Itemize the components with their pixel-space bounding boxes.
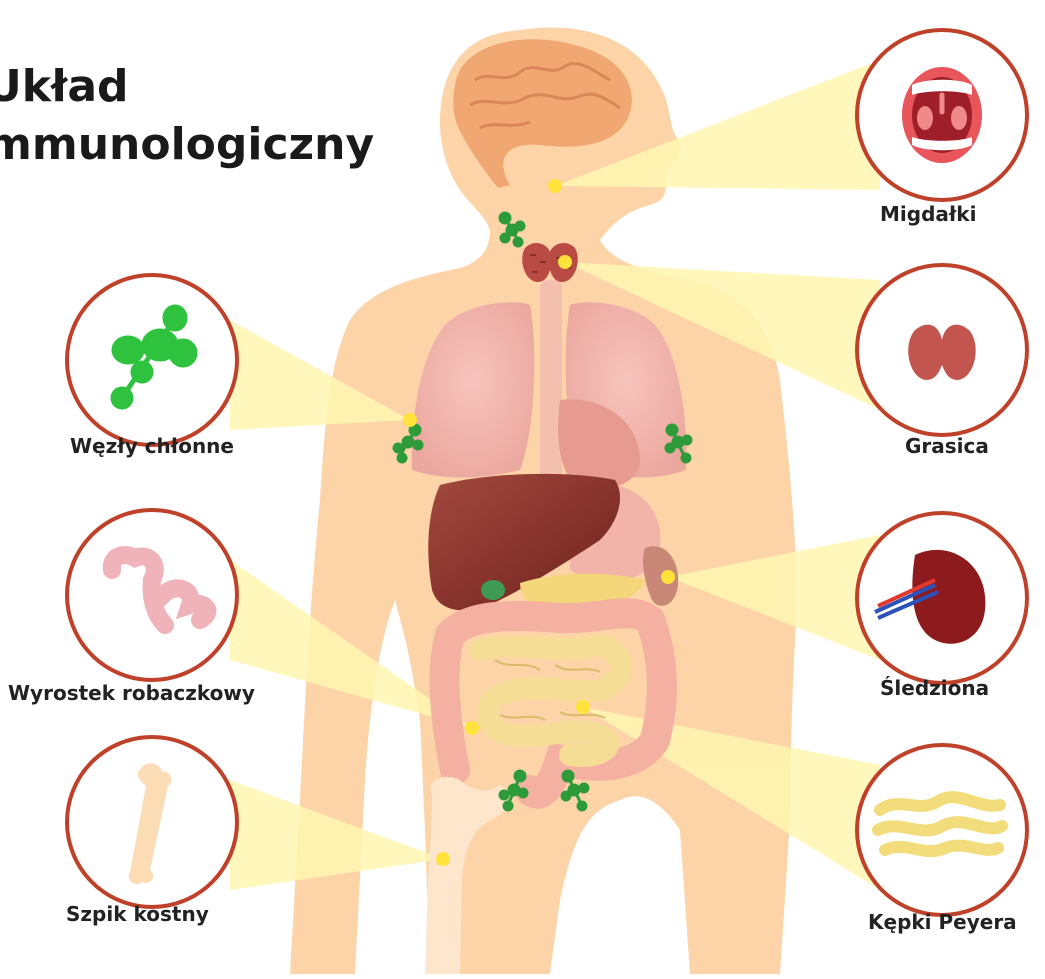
title-line-1: Układ [0,58,374,116]
callout-circle-tonsils [857,30,1027,200]
dot-lymph [403,413,417,427]
diagram-title: Układ mmunologiczny [0,58,374,174]
label-lymph-nodes: Węzły chłonne [70,434,234,458]
dot-thymus [558,255,572,269]
label-peyer: Kępki Peyera [868,910,1017,934]
dot-spleen [661,570,675,584]
trachea [540,280,562,480]
callout-circle-peyer [857,745,1027,915]
dot-peyer [576,700,590,714]
label-marrow: Szpik kostny [66,902,209,926]
gallbladder [481,580,505,600]
callout-circle-spleen [857,513,1027,683]
label-thymus: Grasica [905,434,989,458]
mouth-icon [902,67,982,163]
dot-tonsils [548,179,562,193]
callout-circle-lymph [67,275,237,445]
label-appendix: Wyrostek robaczkowy [8,681,255,705]
callout-circle-appendix [67,510,237,680]
callout-circle-thymus [857,265,1027,435]
dot-marrow [436,852,450,866]
title-line-2: mmunologiczny [0,116,374,174]
label-tonsils: Migdałki [880,202,976,226]
label-spleen: Śledziona [880,676,989,700]
callout-circle-marrow [67,737,237,907]
dot-appendix [465,721,479,735]
